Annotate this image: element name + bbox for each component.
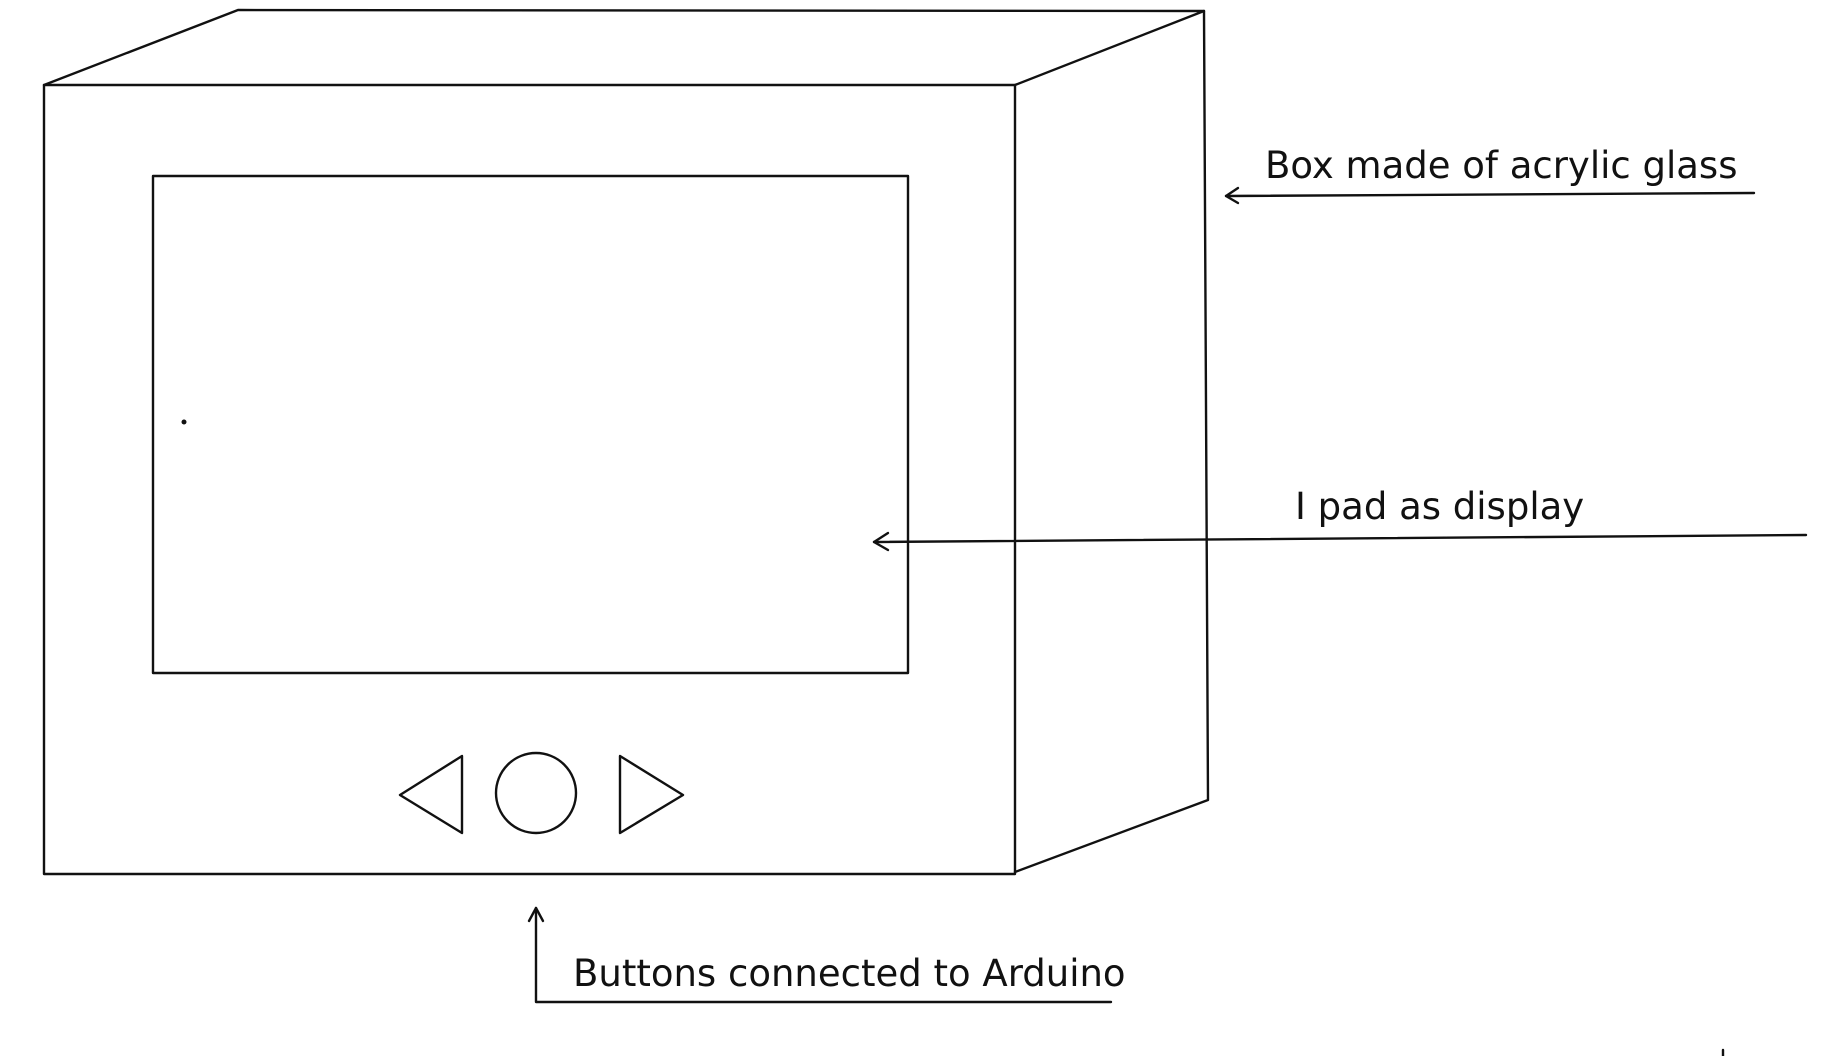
box-label: Box made of acrylic glass [1265, 144, 1737, 187]
acrylic-box [42, 8, 1210, 876]
buttons-pointer-line [534, 906, 1113, 1004]
box-annotation: Box made of acrylic glass [1224, 144, 1756, 205]
box-top-face [42, 8, 1206, 87]
buttons-label: Buttons connected to Arduino [573, 952, 1126, 995]
box-arrowhead [1224, 186, 1240, 205]
ipad-display [151, 174, 910, 675]
box-pointer-line [1224, 191, 1756, 198]
display-pointer-line [872, 533, 1808, 544]
box-side-face [1013, 9, 1210, 874]
circle-icon[interactable] [494, 751, 578, 835]
triangle-left-icon[interactable] [398, 754, 464, 835]
buttons-annotation: Buttons connected to Arduino [527, 906, 1126, 1004]
box-front-face [42, 83, 1017, 876]
screen-dot [181, 419, 187, 425]
display-arrowhead [872, 531, 890, 552]
buttons-arrowhead [527, 906, 545, 923]
display-annotation: I pad as display [872, 485, 1808, 552]
triangle-right-icon[interactable] [618, 754, 685, 835]
button-row [398, 751, 685, 835]
display-label: I pad as display [1295, 485, 1584, 528]
